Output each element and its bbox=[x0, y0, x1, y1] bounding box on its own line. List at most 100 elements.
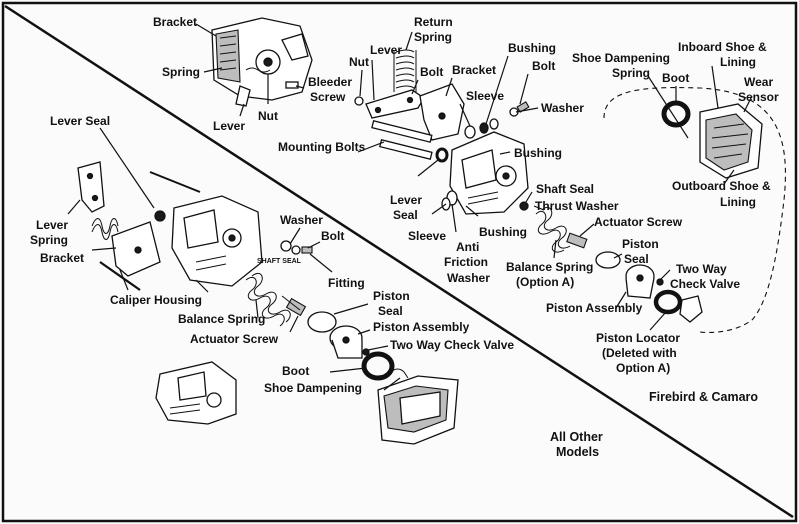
label-fitting: Fitting bbox=[328, 276, 365, 290]
label-boot-fb: Boot bbox=[662, 71, 689, 85]
top-caliper-drawing bbox=[211, 17, 313, 107]
fb-bracket-drawing bbox=[419, 83, 465, 141]
label-return-spring-2: Spring bbox=[414, 30, 452, 44]
fb-piston-assembly-drawing bbox=[625, 264, 655, 299]
fb-anti-friction-washer-drawing bbox=[441, 190, 458, 211]
left-lever-drawing bbox=[77, 161, 105, 213]
label-mounting-bolts: Mounting Bolts bbox=[278, 140, 366, 154]
label-shaft-seal-fb: Shaft Seal bbox=[536, 182, 594, 196]
label-return-spring-1: Return bbox=[414, 15, 453, 29]
label-anti-friction-2: Friction bbox=[444, 255, 488, 269]
fb-check-valve-drawing bbox=[656, 278, 664, 286]
label-lever-seal-fb-1: Lever bbox=[390, 193, 422, 207]
fb-nut-drawing bbox=[354, 96, 364, 106]
label-bracket-left: Bracket bbox=[40, 251, 84, 265]
label-bushing-fb-top: Bushing bbox=[508, 41, 556, 55]
label-bolt-left: Bolt bbox=[321, 229, 344, 243]
label-wear-sensor-2: Sensor bbox=[738, 90, 779, 104]
label-outboard-shoe-2: Lining bbox=[720, 195, 756, 209]
label-washer-fb: Washer bbox=[541, 101, 584, 115]
label-all-other-2: Models bbox=[556, 445, 599, 459]
label-anti-friction-3: Washer bbox=[447, 271, 490, 285]
label-balance-spring-fb-2: (Option A) bbox=[516, 275, 574, 289]
fb-mounting-bolts-drawing bbox=[371, 120, 433, 160]
left-shoe-lining-drawing bbox=[377, 375, 459, 445]
label-firebird-camaro: Firebird & Camaro bbox=[649, 390, 758, 404]
fb-shaft-seal-drawing bbox=[519, 201, 529, 211]
leader-lines bbox=[67, 23, 753, 391]
fb-caliper-housing-drawing bbox=[449, 131, 529, 215]
left-actuator-screw-drawing bbox=[281, 295, 307, 317]
label-piston-seal-left-1: Piston bbox=[373, 289, 410, 303]
fb-actuator-screw-drawing bbox=[566, 232, 588, 249]
fb-piston-seal-drawing bbox=[595, 251, 621, 269]
label-piston-locator-1: Piston Locator bbox=[596, 331, 680, 345]
left-long-bolt-drawing bbox=[149, 171, 201, 193]
left-boot-drawing bbox=[361, 351, 395, 381]
label-inboard-shoe-1: Inboard Shoe & bbox=[678, 40, 767, 54]
label-balance-spring-fb-1: Balance Spring bbox=[506, 260, 593, 274]
label-two-way-fb-2: Check Valve bbox=[670, 277, 740, 291]
left-dampening-spring-drawing bbox=[389, 368, 409, 379]
label-lever-spring-2: Spring bbox=[30, 233, 68, 247]
fb-lever-drawing bbox=[365, 89, 425, 119]
left-washer-bolt-drawing bbox=[280, 240, 313, 255]
label-outboard-shoe-1: Outboard Shoe & bbox=[672, 179, 771, 193]
label-nut-fb: Nut bbox=[349, 55, 369, 69]
label-piston-seal-fb-1: Piston bbox=[622, 237, 659, 251]
left-bolt-drawing bbox=[99, 261, 141, 291]
left-lever-spring-drawing bbox=[91, 218, 119, 240]
label-bracket-fb: Bracket bbox=[452, 63, 496, 77]
left-lever-seal-drawing bbox=[154, 210, 166, 222]
label-lever-spring-1: Lever bbox=[36, 218, 68, 232]
label-bushing-fb-mid: Bushing bbox=[514, 146, 562, 160]
label-shoe-dampening-left: Shoe Dampening bbox=[264, 381, 362, 395]
label-all-other-1: All Other bbox=[550, 430, 603, 444]
label-balance-spring-left: Balance Spring bbox=[178, 312, 265, 326]
left-piston-seal-drawing bbox=[307, 311, 337, 333]
fb-balance-spring-drawing bbox=[535, 206, 571, 253]
label-piston-seal-left-2: Seal bbox=[378, 304, 403, 318]
label-piston-locator-3: Option A) bbox=[616, 361, 670, 375]
label-lever-fb: Lever bbox=[370, 43, 402, 57]
label-wear-sensor-1: Wear bbox=[744, 75, 773, 89]
left-bracket-drawing bbox=[111, 221, 161, 277]
fb-shoe-lining-drawing bbox=[699, 103, 763, 179]
left-caliper-housing-drawing bbox=[171, 195, 263, 287]
left-piston-assembly-drawing bbox=[329, 325, 363, 359]
label-caliper-housing: Caliper Housing bbox=[110, 293, 202, 307]
label-lever-seal-fb-2: Seal bbox=[393, 208, 418, 222]
label-actuator-screw-fb: Actuator Screw bbox=[594, 215, 683, 229]
fb-washer-bolt-drawing bbox=[509, 101, 530, 117]
label-shoe-dampening-fb-1: Shoe Dampening bbox=[572, 51, 670, 65]
left-caliper-assembly-drawing bbox=[155, 361, 237, 425]
label-two-way-fb-1: Two Way bbox=[676, 262, 727, 276]
fb-boot-upper-drawing bbox=[661, 100, 691, 128]
fb-piston-locator-drawing bbox=[679, 295, 703, 323]
label-thrust-washer: Thrust Washer bbox=[535, 199, 619, 213]
label-bleeder-screw-1: Bleeder bbox=[308, 75, 352, 89]
label-spring-top: Spring bbox=[162, 65, 200, 79]
diagonal-divider bbox=[4, 4, 794, 519]
label-piston-locator-2: (Deleted with bbox=[602, 346, 677, 360]
fb-lever-seal-drawing bbox=[435, 147, 449, 163]
left-check-valve-drawing bbox=[362, 348, 370, 356]
label-nut-top: Nut bbox=[258, 109, 278, 123]
label-bolt-fb: Bolt bbox=[420, 65, 443, 79]
label-shaft-seal-small: SHAFT SEAL bbox=[257, 258, 302, 265]
label-inboard-shoe-2: Lining bbox=[720, 55, 756, 69]
label-piston-assembly-fb: Piston Assembly bbox=[546, 301, 643, 315]
label-piston-assembly-left: Piston Assembly bbox=[373, 320, 470, 334]
fb-boot-lower-drawing bbox=[653, 289, 683, 315]
label-actuator-screw-left: Actuator Screw bbox=[190, 332, 279, 346]
label-lever-top: Lever bbox=[213, 119, 245, 133]
label-bracket-top: Bracket bbox=[153, 15, 197, 29]
label-bushing-fb-low: Bushing bbox=[479, 225, 527, 239]
label-washer-left: Washer bbox=[280, 213, 323, 227]
label-sleeve-fb-low: Sleeve bbox=[408, 229, 446, 243]
left-balance-spring-drawing bbox=[245, 272, 291, 327]
label-two-way-check-left: Two Way Check Valve bbox=[390, 338, 514, 352]
